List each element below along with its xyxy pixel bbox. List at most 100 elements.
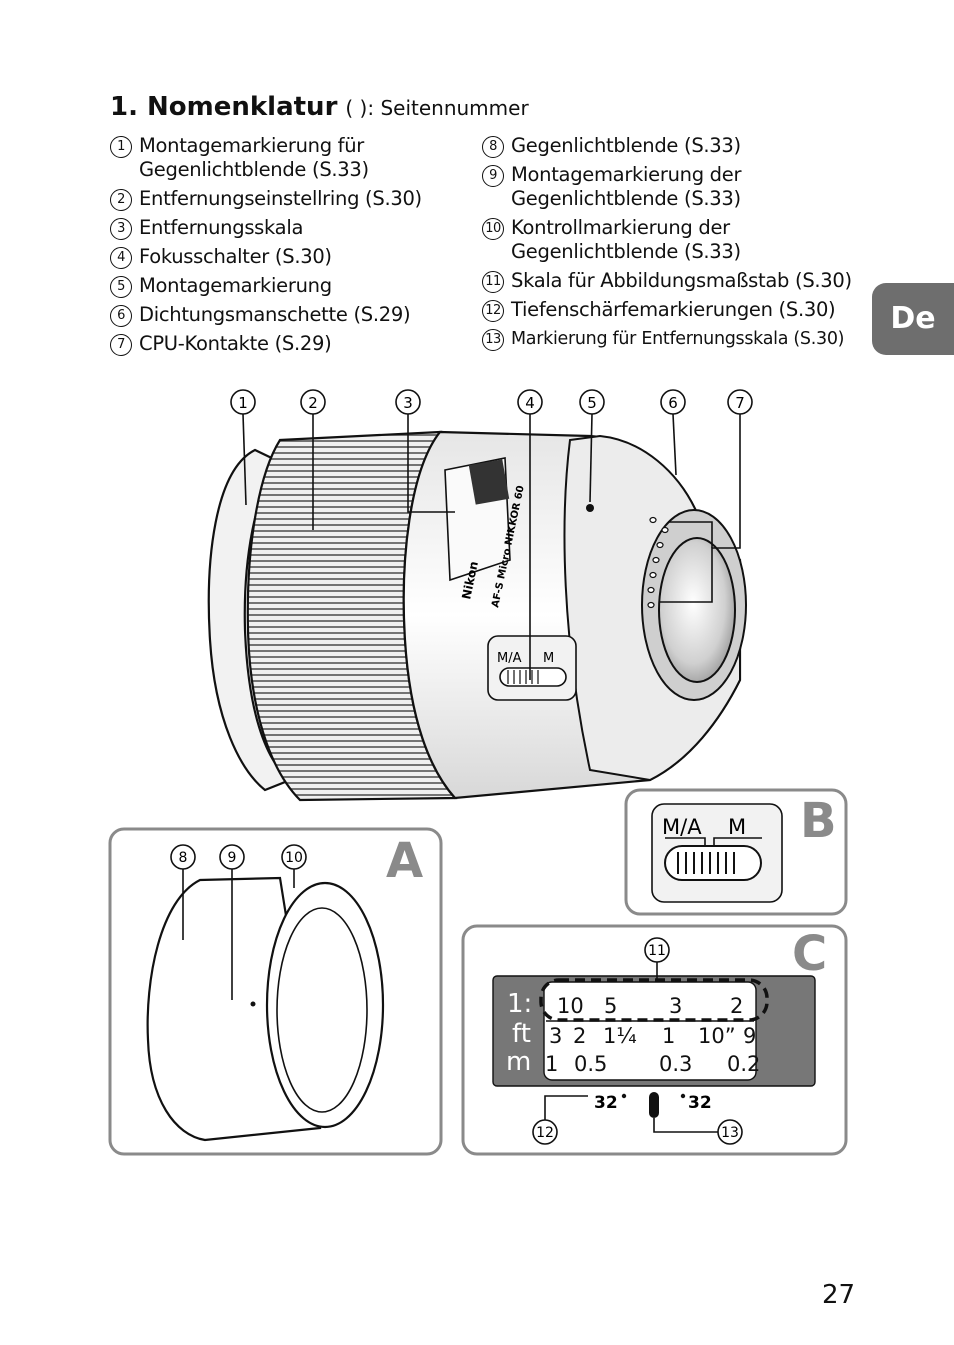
scale-value: 1¼ — [603, 1024, 637, 1048]
panel-a-leader-lines — [182, 869, 295, 1000]
scale-m-row: 1 0.5 0.3 0.2 — [545, 1052, 760, 1076]
cpu-contacts — [647, 516, 669, 609]
callout-number: 4 — [525, 394, 535, 412]
list-item: 2 Entfernungseinstellring (S.30) — [110, 187, 465, 211]
callout-number: 6 — [668, 394, 678, 412]
list-item: 13 Markierung für Entfernungsskala (S.30) — [482, 327, 852, 351]
scale-ratio-row: 10 5 3 2 — [557, 994, 743, 1018]
part-label: Fokusschalter (S.30) — [139, 245, 332, 268]
lens-front-ring — [207, 448, 293, 792]
callout-number: 2 — [308, 394, 318, 412]
section-subtitle: ( ): Seitennummer — [345, 96, 529, 120]
language-tab: De — [872, 283, 954, 355]
callout-number: 13 — [721, 1125, 739, 1141]
callout-number: 10 — [482, 218, 504, 240]
part-label: Markierung für Entfernungsskala (S.30) — [511, 329, 845, 349]
main-callouts — [230, 389, 753, 415]
scale-value: 10 — [557, 994, 584, 1018]
switch-ridges-detail — [677, 852, 735, 874]
focus-switch — [499, 667, 567, 687]
panel-c-callouts — [532, 937, 743, 1145]
mount-index-dot — [586, 504, 594, 512]
callout-number: 12 — [482, 300, 504, 322]
callout-number: 1 — [110, 136, 132, 158]
dof-dot-left — [621, 1093, 627, 1099]
section-title: 1. Nomenklatur — [110, 92, 338, 122]
scale-value: 10” — [698, 1024, 736, 1048]
ratio-scale-highlight — [539, 978, 769, 1022]
callout-number: 1 — [238, 394, 248, 412]
part-label: Gegenlichtblende (S.33) — [511, 134, 741, 157]
scale-value: 2 — [730, 994, 743, 1018]
parts-list-left: 1 Montagemarkierung für Gegenlichtblende … — [110, 134, 465, 361]
scale-value: 0.2 — [727, 1052, 760, 1076]
callout-number: 4 — [110, 247, 132, 269]
list-item: 10 Kontrollmarkierung der Gegenlichtblend… — [482, 216, 852, 264]
part-label: Montagemarkierung für Gegenlichtblende (… — [139, 134, 369, 181]
list-item: 11 Skala für Abbildungsmaßstab (S.30) — [482, 269, 852, 293]
scale-dark-band — [468, 459, 510, 505]
scale-value: 0.3 — [659, 1052, 692, 1076]
part-label: CPU-Kontakte (S.29) — [139, 332, 332, 355]
list-item: 5 Montagemarkierung — [110, 274, 465, 298]
switch-label-ma: M/A — [662, 815, 702, 839]
scale-ft-row: 3 2 1¼ 1 10” 9 — [549, 1024, 756, 1048]
callout-number: 3 — [403, 394, 413, 412]
switch-label-ma: M/A — [497, 651, 522, 666]
panel-a-letter: A — [386, 833, 423, 889]
scale-value: 5 — [604, 994, 617, 1018]
part-label: Kontrollmarkierung der Gegenlichtblende … — [511, 216, 741, 263]
list-item: 12 Tiefenschärfemarkierungen (S.30) — [482, 298, 852, 322]
panel-a-callouts — [170, 844, 307, 870]
callout-number: 3 — [110, 218, 132, 240]
scale-value: 0.5 — [574, 1052, 607, 1076]
part-label: Entfernungseinstellring (S.30) — [139, 187, 422, 210]
list-item: 7 CPU-Kontakte (S.29) — [110, 332, 465, 356]
scale-value: 1 — [545, 1052, 558, 1076]
callout-number: 7 — [110, 334, 132, 356]
part-label: Dichtungsmanschette (S.29) — [139, 303, 411, 326]
panel-c-callout-numbers: 11 12 13 — [536, 943, 739, 1141]
scale-row-label: m — [506, 1047, 531, 1077]
callout-number: 5 — [110, 276, 132, 298]
callout-number: 5 — [587, 394, 597, 412]
list-item: 1 Montagemarkierung für Gegenlichtblende … — [110, 134, 465, 182]
scale-row-label: ft — [512, 1019, 531, 1049]
callout-number: 9 — [482, 165, 504, 187]
panel-a-callout-numbers: 8 9 10 — [179, 850, 303, 866]
scale-value: 3 — [669, 994, 682, 1018]
callout-number: 11 — [482, 271, 504, 293]
callout-number: 13 — [482, 329, 504, 351]
scale-row-label: 1: — [507, 989, 532, 1019]
callout-number: 11 — [648, 943, 666, 959]
main-callout-numbers: 1 2 3 4 5 6 7 — [238, 394, 745, 412]
callout-number: 2 — [110, 189, 132, 211]
callout-number: 9 — [228, 850, 237, 866]
callout-number: 12 — [536, 1125, 554, 1141]
hood-bayonet — [276, 907, 368, 1113]
dof-mark-right: 32 — [688, 1093, 712, 1113]
scale-value: 3 — [549, 1024, 562, 1048]
callout-number: 10 — [285, 850, 303, 866]
dof-mark-left: 32 — [594, 1093, 618, 1113]
part-label: Tiefenschärfemarkierungen (S.30) — [511, 298, 836, 321]
switch-label-m: M — [543, 651, 554, 666]
scale-row-labels: 1: ft m — [506, 989, 532, 1077]
panel-c-leader-lines — [544, 962, 718, 1133]
focus-switch-detail — [664, 845, 762, 881]
distance-index-mark — [649, 1092, 659, 1118]
part-label: Skala für Abbildungsmaßstab (S.30) — [511, 269, 852, 292]
part-label: Montagemarkierung — [139, 274, 332, 297]
panel-b-letter: B — [800, 793, 837, 849]
scale-window — [543, 981, 757, 1081]
lens-illustration: Nikon AF-S Micro NIKKOR 60 M/A M — [207, 430, 747, 802]
list-item: 4 Fokusschalter (S.30) — [110, 245, 465, 269]
rear-glass-element — [658, 537, 736, 683]
page-number: 27 — [822, 1280, 856, 1310]
lens-hood-illustration — [146, 876, 385, 1142]
